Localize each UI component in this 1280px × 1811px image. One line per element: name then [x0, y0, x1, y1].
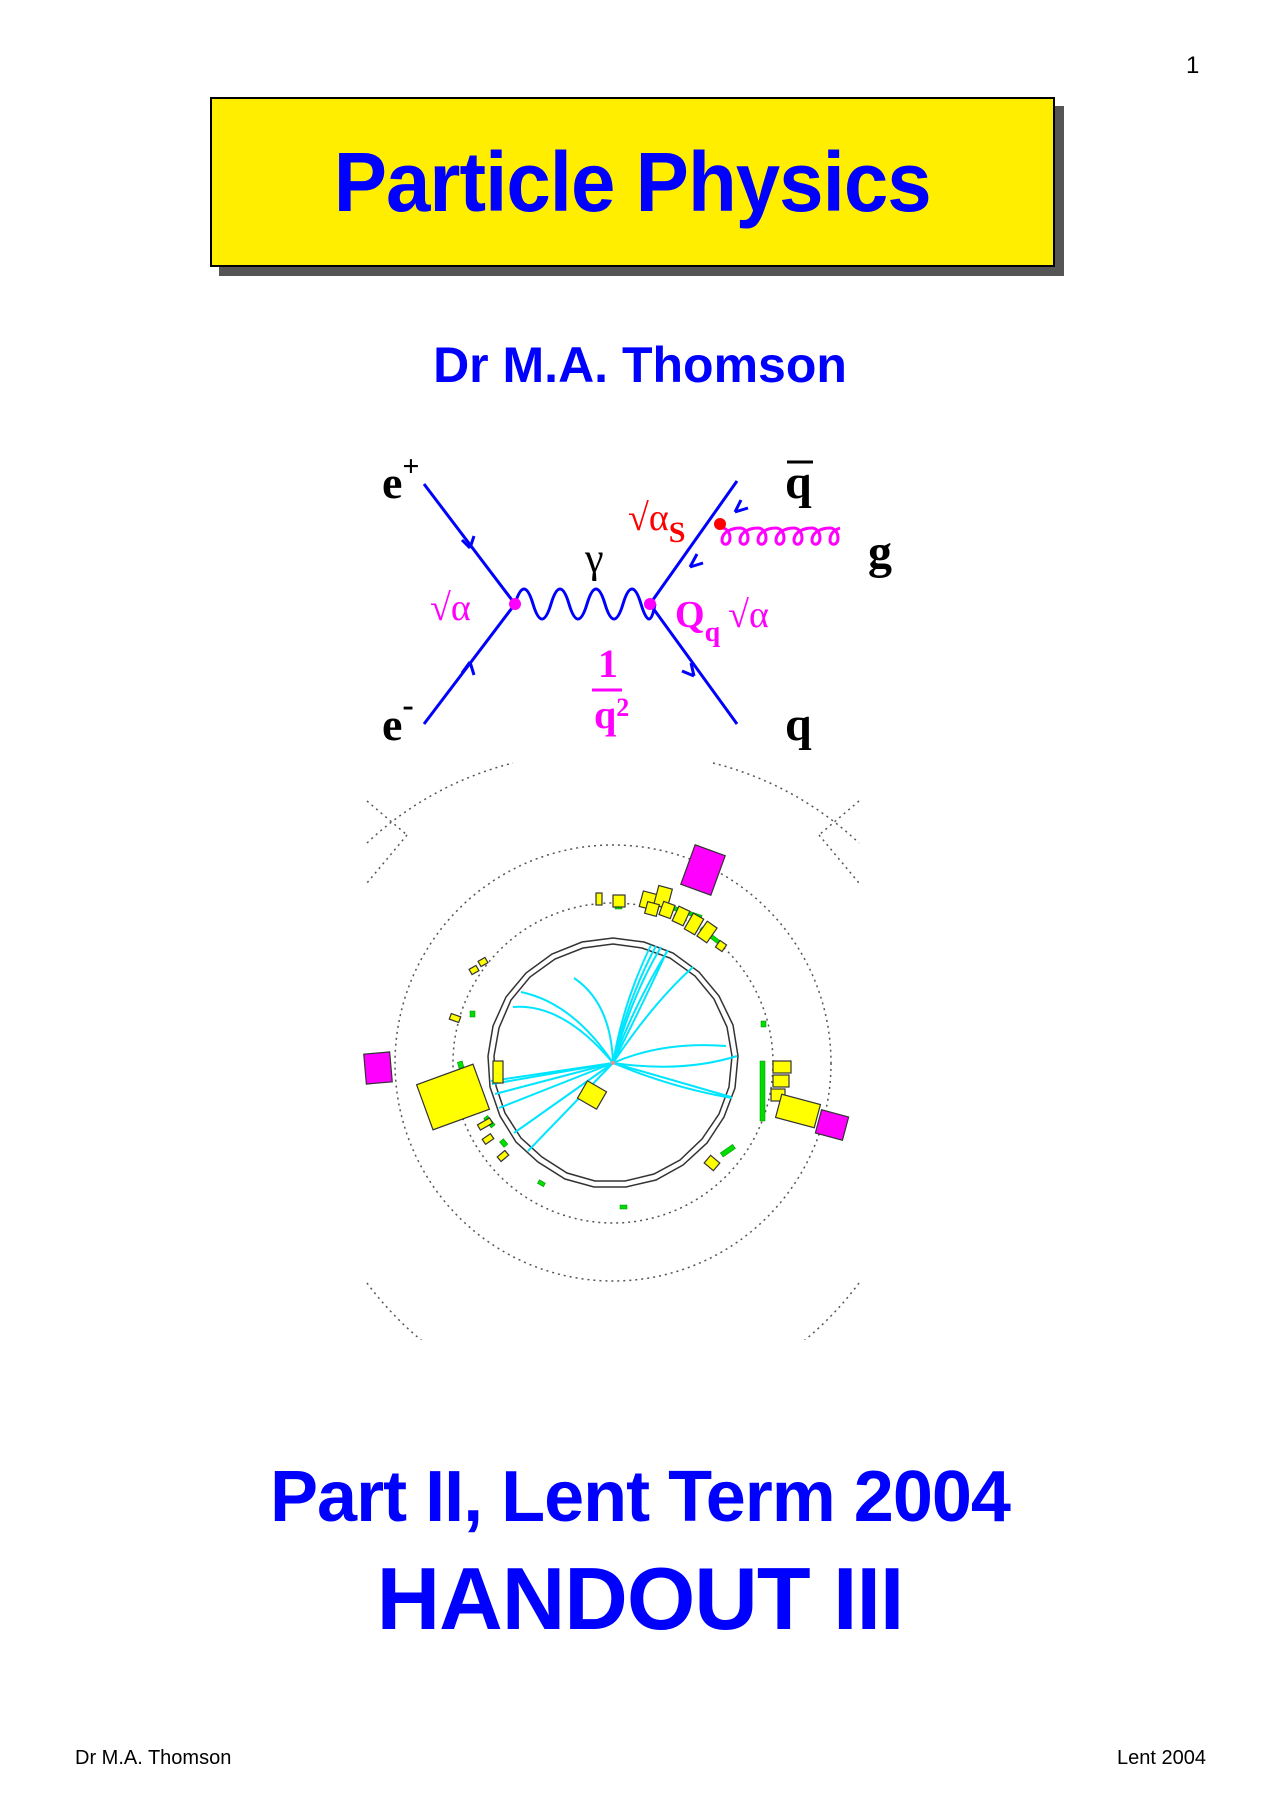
- footer-author: Dr M.A. Thomson: [75, 1747, 232, 1769]
- label-quark: q: [785, 698, 812, 751]
- label-antiquark: q: [785, 456, 812, 509]
- footer-term: Lent 2004: [1117, 1747, 1206, 1769]
- label-propagator-denominator: q2: [594, 692, 629, 737]
- electron-line: [422, 603, 517, 725]
- photon-propagator: [513, 587, 657, 621]
- title-box: Particle Physics: [210, 97, 1055, 267]
- hcal-clusters: [363, 844, 850, 1141]
- quark-line: [648, 603, 739, 725]
- label-coupling-left: √α: [430, 587, 471, 629]
- label-propagator-numerator: 1: [598, 641, 618, 686]
- outer-detector-arcs: [366, 762, 860, 1340]
- event-display: [363, 762, 860, 1340]
- label-e-minus: e-: [382, 687, 414, 750]
- handout-title: HANDOUT III: [376, 1549, 905, 1648]
- gluon-line: [720, 526, 841, 546]
- page-number: 1: [1186, 52, 1200, 79]
- tracking-chamber: [487, 937, 739, 1188]
- label-coupling-right: Qq√α: [675, 594, 769, 648]
- vertex-right: [644, 598, 656, 610]
- label-e-plus: e+: [382, 450, 420, 508]
- label-coupling-strong: √αS: [628, 497, 685, 549]
- label-gluon: g: [868, 526, 892, 579]
- page-title: Particle Physics: [334, 134, 932, 229]
- interaction-point: [611, 1061, 615, 1065]
- ecal-clusters: [415, 884, 822, 1172]
- positron-line: [422, 483, 517, 605]
- author-name: Dr M.A. Thomson: [433, 337, 847, 393]
- charged-tracks: [490, 944, 738, 1152]
- hcal-boundary: [394, 844, 832, 1282]
- vertex-gluon: [714, 518, 726, 530]
- vertex-left: [509, 598, 521, 610]
- course-subtitle: Part II, Lent Term 2004: [270, 1457, 1011, 1537]
- feynman-diagram: e+ e- q q g γ √α √αS Qq√α 1 q2: [382, 450, 892, 751]
- antiquark-line: [648, 480, 749, 605]
- label-photon: γ: [584, 536, 604, 582]
